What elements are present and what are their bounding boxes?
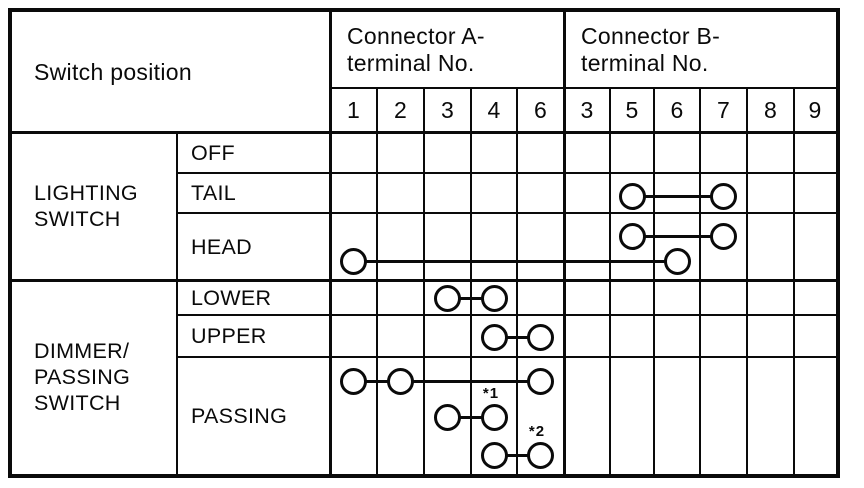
terminal-b-5: 5 xyxy=(625,97,639,123)
position-label-upper: UPPER xyxy=(191,324,267,348)
terminal-a-3: 3 xyxy=(440,97,455,123)
terminal-circle-b7 xyxy=(709,182,737,210)
connection-line xyxy=(632,194,723,198)
note-label: *2 xyxy=(528,422,546,440)
grid-vline xyxy=(176,132,178,474)
table-outer-border xyxy=(8,8,840,478)
terminal-b-7: 7 xyxy=(716,97,731,123)
grid-hline xyxy=(12,278,836,282)
group-label: DIMMER/ PASSING SWITCH xyxy=(34,339,131,415)
grid-hline xyxy=(177,314,836,316)
connection-line xyxy=(447,415,494,419)
group-label: LIGHTING SWITCH xyxy=(34,181,138,231)
grid-hline xyxy=(330,87,836,89)
grid-hline xyxy=(12,130,836,134)
terminal-circle-a4 xyxy=(480,441,508,469)
switch-position-header: Switch position xyxy=(34,58,192,85)
terminal-circle-a4 xyxy=(480,284,508,312)
terminal-circle-a3 xyxy=(433,284,461,312)
terminal-circle-a3 xyxy=(433,403,461,431)
terminal-b-6: 6 xyxy=(670,97,684,123)
grid-vline xyxy=(328,12,332,474)
grid-vline xyxy=(562,12,566,474)
connector-b-header: Connector B- terminal No. xyxy=(581,23,721,76)
position-label-tail: TAIL xyxy=(191,181,237,205)
grid-hline xyxy=(177,172,836,174)
terminal-circle-a1 xyxy=(339,367,367,395)
connection-line xyxy=(494,453,540,457)
terminal-a-2: 2 xyxy=(393,97,408,123)
position-label-lower: LOWER xyxy=(191,285,272,310)
terminal-circle-a6 xyxy=(526,441,554,469)
connection-line xyxy=(353,379,540,383)
connection-line xyxy=(447,296,494,300)
terminal-a-4: 4 xyxy=(487,97,501,123)
grid-hline xyxy=(177,356,836,358)
terminal-a-1: 1 xyxy=(346,97,361,123)
terminal-circle-b7 xyxy=(709,222,737,250)
terminal-circle-a6 xyxy=(526,367,554,395)
terminal-circle-b5 xyxy=(618,182,646,210)
connector-a-header: Connector A- terminal No. xyxy=(347,23,485,76)
terminal-a-6: 6 xyxy=(533,97,548,123)
terminal-circle-b5 xyxy=(618,222,646,250)
connection-line xyxy=(632,234,723,238)
terminal-b-8: 8 xyxy=(763,97,778,123)
position-label-off: OFF xyxy=(191,140,235,165)
terminal-b-3: 3 xyxy=(580,97,594,123)
position-label-head: HEAD xyxy=(191,234,252,259)
terminal-circle-a6 xyxy=(526,323,554,351)
note-label: *1 xyxy=(482,384,500,402)
terminal-circle-a2 xyxy=(386,367,414,395)
terminal-circle-b6 xyxy=(663,247,691,275)
grid-hline xyxy=(177,212,836,214)
terminal-circle-a4 xyxy=(480,323,508,351)
terminal-circle-a1 xyxy=(339,247,367,275)
terminal-b-9: 9 xyxy=(808,97,822,123)
terminal-circle-a4 xyxy=(480,403,508,431)
connection-line xyxy=(353,259,677,263)
connection-line xyxy=(494,335,540,339)
position-label-passing: PASSING xyxy=(191,403,288,428)
